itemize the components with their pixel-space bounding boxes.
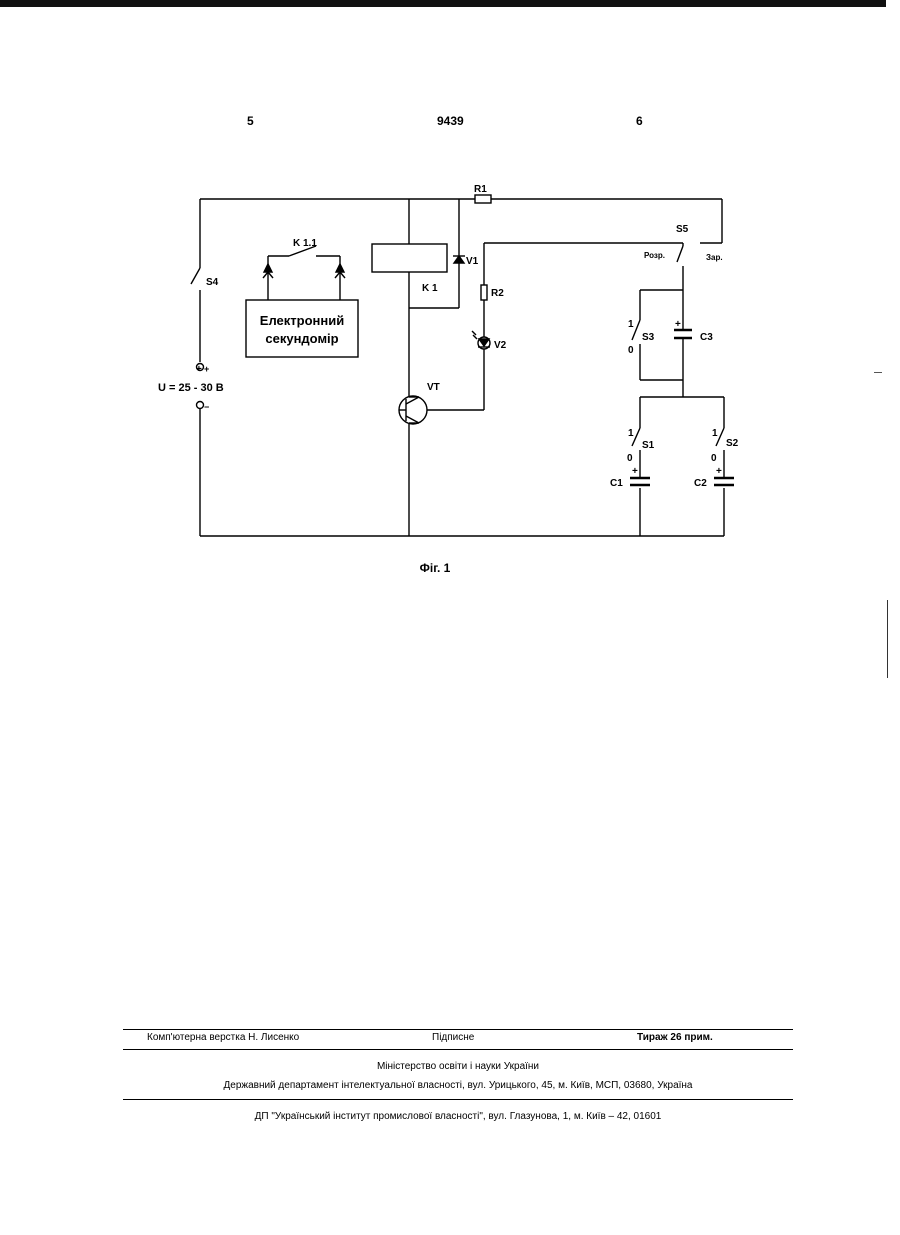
margin-line	[887, 600, 888, 678]
label-k1: K 1	[422, 283, 438, 294]
label-c3: C3	[700, 332, 713, 343]
label-s1: S1	[642, 440, 655, 451]
label-k11: K 1.1	[293, 238, 317, 249]
terminal-minus	[197, 402, 204, 409]
contact-left-arrow	[264, 264, 272, 272]
label-s2-0: 0	[711, 453, 717, 464]
label-s1-1: 1	[628, 428, 634, 439]
footer-institute: ДП "Український інститут промислової вла…	[123, 1111, 793, 1122]
label-s5: S5	[676, 224, 689, 235]
label-rozr: Розр.	[644, 251, 665, 260]
label-c1: C1	[610, 478, 623, 489]
footer-rule-top	[123, 1029, 793, 1030]
led-v2	[479, 339, 489, 346]
label-voltage: U = 25 - 30 B	[158, 382, 224, 394]
label-c2-plus: +	[716, 466, 722, 477]
label-zar: Зар.	[706, 253, 723, 262]
margin-tick	[874, 372, 882, 373]
label-s3: S3	[642, 332, 655, 343]
footer-ministry: Міністерство освіти і науки України	[123, 1061, 793, 1072]
footer-print-run: Тираж 26 прим.	[637, 1032, 713, 1043]
label-s4: S4	[206, 277, 219, 288]
label-plus-1: +	[196, 364, 202, 375]
footer-rule-bottom	[123, 1099, 793, 1100]
label-vt: VT	[427, 382, 440, 393]
label-r2: R2	[491, 288, 504, 299]
stopwatch-label-line1: Електронний	[260, 313, 344, 328]
resistor-r1	[475, 195, 491, 203]
stopwatch-label-line2: секундомір	[265, 331, 338, 346]
label-r1: R1	[474, 184, 487, 195]
footer-signed: Підписне	[432, 1032, 474, 1043]
label-s3-1: 1	[628, 319, 634, 330]
figure-caption: Фіг. 1	[0, 561, 870, 575]
label-s2-1: 1	[712, 428, 718, 439]
footer-rule-middle	[123, 1049, 793, 1050]
label-c2: C2	[694, 478, 707, 489]
diode-v1	[454, 256, 464, 263]
contact-right-arrow	[336, 264, 344, 272]
label-c1-plus: +	[632, 466, 638, 477]
label-v1: V1	[466, 256, 479, 267]
label-plus-terminal: +	[204, 364, 209, 374]
label-c3-plus: +	[675, 319, 681, 330]
footer-typesetter: Комп'ютерна верстка Н. Лисенко	[147, 1032, 299, 1043]
label-minus-terminal: −	[204, 402, 209, 412]
label-s2: S2	[726, 438, 739, 449]
label-s1-0: 0	[627, 453, 633, 464]
label-v2: V2	[494, 340, 507, 351]
label-s3-0: 0	[628, 345, 634, 356]
circuit-diagram: R1 S4 S5 Розр. Зар. K 1.1 V1 K 1 R2 V2 V…	[0, 0, 900, 600]
footer-department: Державний департамент інтелектуальної вл…	[123, 1080, 793, 1091]
